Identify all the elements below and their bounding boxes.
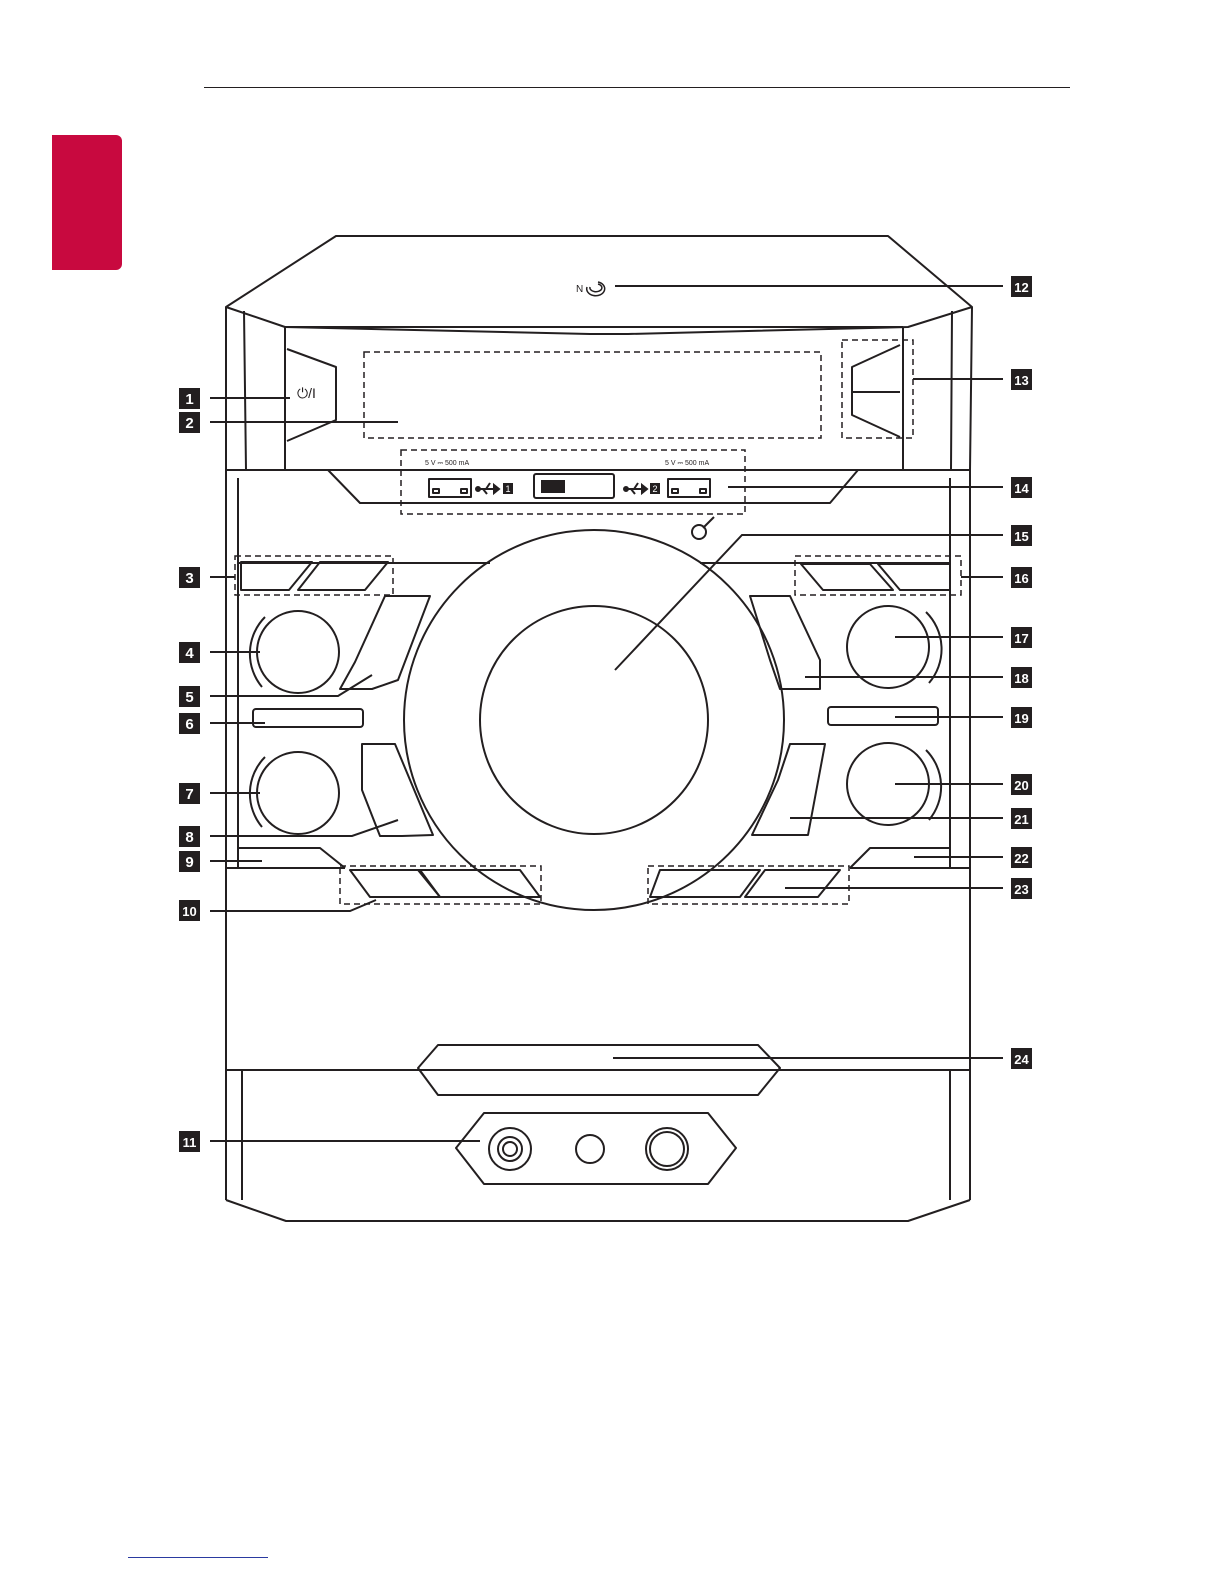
callout-number-8: 8 (185, 829, 193, 846)
callout-number-5: 5 (185, 689, 193, 706)
main-body (226, 470, 970, 1070)
callout-number-13: 13 (1014, 373, 1028, 388)
callout-number-21: 21 (1014, 812, 1028, 827)
usb-port-number-1: 1 (505, 484, 510, 494)
button-8-shape (362, 744, 433, 836)
callout-number-11: 11 (183, 1135, 197, 1150)
base (226, 1070, 970, 1200)
button-5-shape (340, 596, 430, 689)
nfc-icon: N (576, 282, 605, 296)
callout-number-12: 12 (1014, 280, 1028, 295)
knob-4 (257, 611, 339, 693)
callout-number-2: 2 (185, 415, 193, 432)
callout-number-3: 3 (185, 570, 193, 587)
button-10-right (418, 870, 540, 897)
button-10-left (350, 870, 440, 897)
callout-number-18: 18 (1014, 671, 1028, 686)
callout-number-23: 23 (1014, 882, 1028, 897)
callout-number-14: 14 (1014, 481, 1029, 496)
button-23-right (745, 870, 840, 897)
right-pillar (903, 307, 972, 470)
right-top-button-shape (852, 345, 900, 437)
button-6-shape (253, 709, 363, 727)
usb-icon (624, 483, 647, 494)
callout-number-19: 19 (1014, 711, 1028, 726)
callout-number-6: 6 (185, 716, 193, 733)
jack-mic (489, 1128, 531, 1170)
callout-number-15: 15 (1014, 529, 1028, 544)
knob-7 (257, 752, 339, 834)
left-lower-trim (238, 848, 345, 868)
callout-number-17: 17 (1014, 631, 1028, 646)
callout-number-10: 10 (182, 904, 196, 919)
callout-number-24: 24 (1014, 1052, 1029, 1067)
callout-number-1: 1 (185, 391, 193, 408)
button-3-right (298, 562, 388, 590)
callout-number-22: 22 (1014, 851, 1028, 866)
button-18-shape (750, 596, 820, 689)
callout-number-9: 9 (185, 854, 193, 871)
knob-17 (847, 606, 929, 688)
base-foot (226, 1200, 970, 1221)
nfc-label: N (576, 284, 583, 295)
left-pillar (226, 307, 285, 470)
usb-icon (476, 483, 499, 494)
button-21-shape (752, 744, 825, 835)
usb-2-rating: 5 V ⎓ 500 mA (665, 460, 709, 467)
power-symbol: ⏻/I (297, 385, 316, 401)
display-zone (364, 352, 821, 438)
usb-port-number-2: 2 (652, 484, 657, 494)
callout-number-20: 20 (1014, 778, 1028, 793)
zone-10 (340, 866, 541, 904)
callout-number-16: 16 (1014, 571, 1028, 586)
jack-port (576, 1135, 604, 1163)
button-16-left (801, 564, 893, 590)
speaker-inner (480, 606, 708, 834)
callout-number-4: 4 (185, 645, 194, 662)
knob-mic (646, 1128, 688, 1170)
usb-1-rating: 5 V ⎓ 500 mA (425, 460, 469, 467)
center-display-window (541, 480, 565, 493)
speaker-outer (404, 530, 784, 910)
callout-number-7: 7 (185, 786, 193, 803)
